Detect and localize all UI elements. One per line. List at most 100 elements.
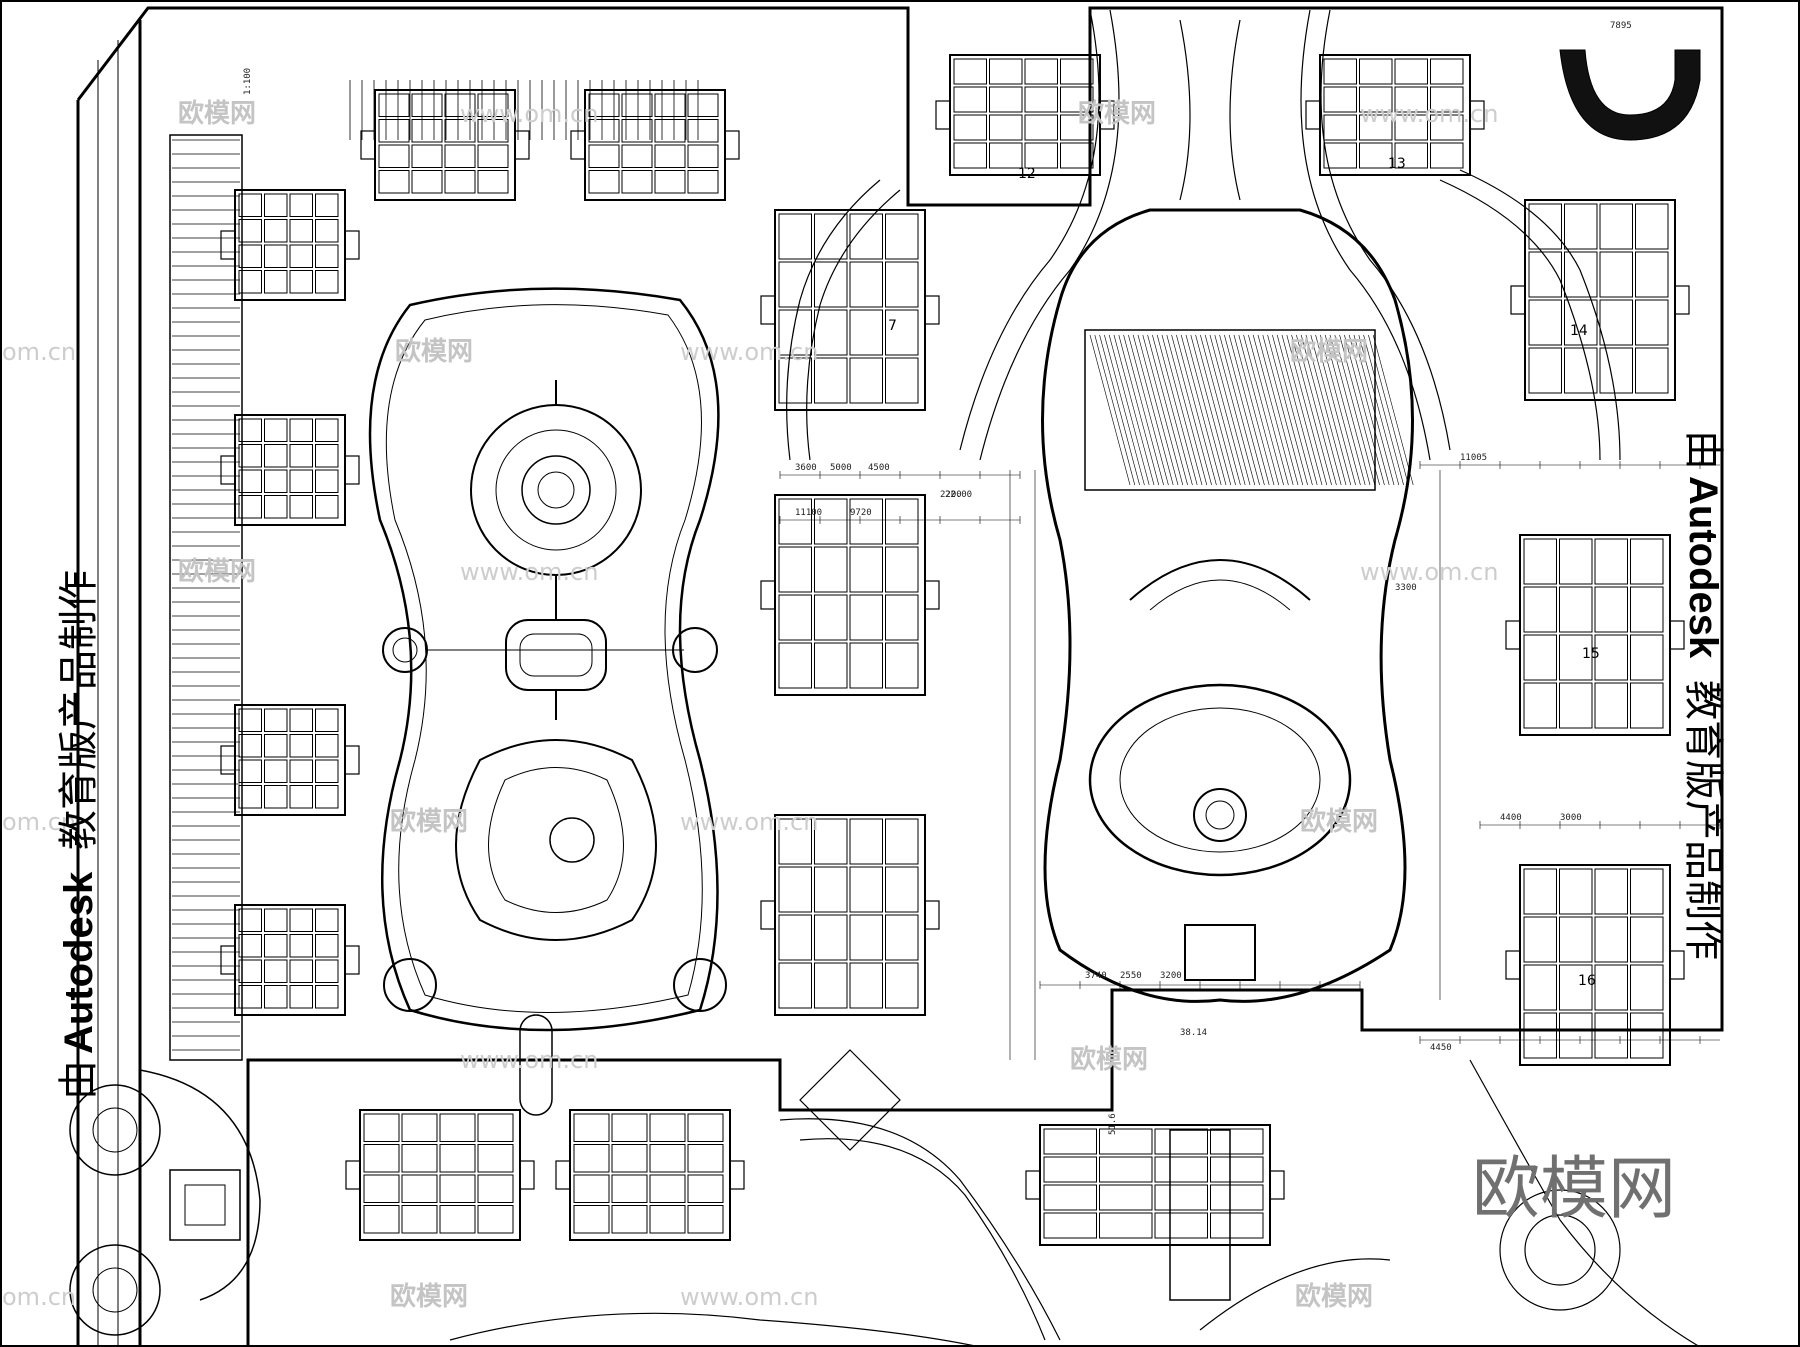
room [1430, 114, 1464, 141]
room [778, 818, 812, 865]
watermark-brand: 欧模网 [1300, 806, 1378, 837]
room [289, 418, 313, 442]
room [1060, 58, 1094, 85]
room [1359, 114, 1393, 141]
room [687, 1144, 724, 1173]
room [238, 244, 262, 268]
residential-buildings [220, 54, 1690, 1246]
room [687, 1174, 724, 1203]
room [814, 594, 848, 641]
roof-hatch-line [1238, 334, 1280, 486]
sw-roundabout [69, 1069, 261, 1336]
dim-text: 3740 [1085, 971, 1107, 981]
roof-hatch-line [1363, 334, 1404, 486]
room [315, 985, 339, 1009]
room [1564, 299, 1598, 346]
room [477, 1113, 514, 1142]
watermark-site: www.om.cn [460, 558, 598, 586]
residential-building-south-center [1025, 1124, 1285, 1246]
room [588, 170, 620, 194]
building-number-16: 16 [1578, 973, 1596, 989]
room [778, 213, 812, 260]
room [654, 170, 686, 194]
roof-hatch-line [1348, 334, 1390, 486]
room [778, 866, 812, 913]
roof-hatch-line [1108, 334, 1150, 486]
room [814, 914, 848, 961]
room [363, 1174, 400, 1203]
room [264, 908, 288, 932]
watermark-site-partial: om.cn [2, 338, 76, 366]
roof-hatch-line [1200, 334, 1241, 486]
room [1594, 868, 1628, 915]
balcony [220, 230, 236, 260]
balcony [344, 230, 360, 260]
room [849, 642, 883, 689]
room [264, 193, 288, 217]
balcony [1025, 1170, 1041, 1200]
autodesk-stamp-left: 由 Autodesk 教育版产品制作 [56, 570, 102, 1100]
room [1594, 916, 1628, 963]
balcony [344, 455, 360, 485]
room [315, 444, 339, 468]
residential-building-center [760, 494, 940, 696]
room [1635, 299, 1669, 346]
room [264, 985, 288, 1009]
dim-text: 38.14 [1180, 1028, 1207, 1038]
room [401, 1205, 438, 1234]
watermark-site: www.om.cn [1360, 558, 1498, 586]
room [621, 170, 653, 194]
room [885, 818, 919, 865]
room [238, 444, 262, 468]
room [264, 934, 288, 958]
roof-hatch-line [1262, 334, 1304, 486]
roof-hatch-line [1123, 334, 1164, 486]
dim-text: 2550 [1120, 971, 1142, 981]
roof-hatch-line [1185, 334, 1227, 486]
roof-hatch-line [1329, 334, 1371, 486]
parking-strip-outline [169, 134, 243, 1061]
roof-hatch-line [1267, 334, 1308, 486]
room [953, 142, 987, 169]
roof-hatch-line [1195, 334, 1236, 486]
room [1599, 347, 1633, 394]
central-garden [368, 287, 727, 1116]
room [1523, 964, 1557, 1011]
roof-hatch-line [1161, 334, 1203, 486]
room [477, 170, 509, 194]
roof-hatch-line [1315, 334, 1356, 486]
room [289, 734, 313, 758]
room [1099, 1184, 1153, 1211]
room [814, 962, 848, 1009]
dim-text: 9720 [850, 508, 872, 518]
room [264, 244, 288, 268]
room [238, 193, 262, 217]
room [1630, 1012, 1664, 1059]
room [1043, 1212, 1097, 1239]
room [1559, 538, 1593, 585]
roof-hatch-line [1243, 334, 1284, 486]
room [439, 1113, 476, 1142]
room [1323, 142, 1357, 169]
room [687, 1113, 724, 1142]
room [1564, 203, 1598, 250]
room [1599, 203, 1633, 250]
residential-building-south [555, 1109, 745, 1241]
room [378, 119, 410, 143]
watermark-brand: 欧模网 [1295, 1281, 1373, 1312]
svg-text:教育版产品制作: 教育版产品制作 [1680, 680, 1726, 960]
roof-hatch-line [1224, 334, 1265, 486]
roof-hatch-line [1209, 334, 1251, 486]
room [1635, 251, 1669, 298]
room [778, 357, 812, 404]
room [264, 469, 288, 493]
room [1394, 114, 1428, 141]
room [849, 213, 883, 260]
room [687, 170, 719, 194]
room [989, 114, 1023, 141]
roof-hatch-line [1248, 334, 1289, 486]
room [1210, 1156, 1264, 1183]
room [1523, 868, 1557, 915]
room [444, 170, 476, 194]
room [1523, 538, 1557, 585]
